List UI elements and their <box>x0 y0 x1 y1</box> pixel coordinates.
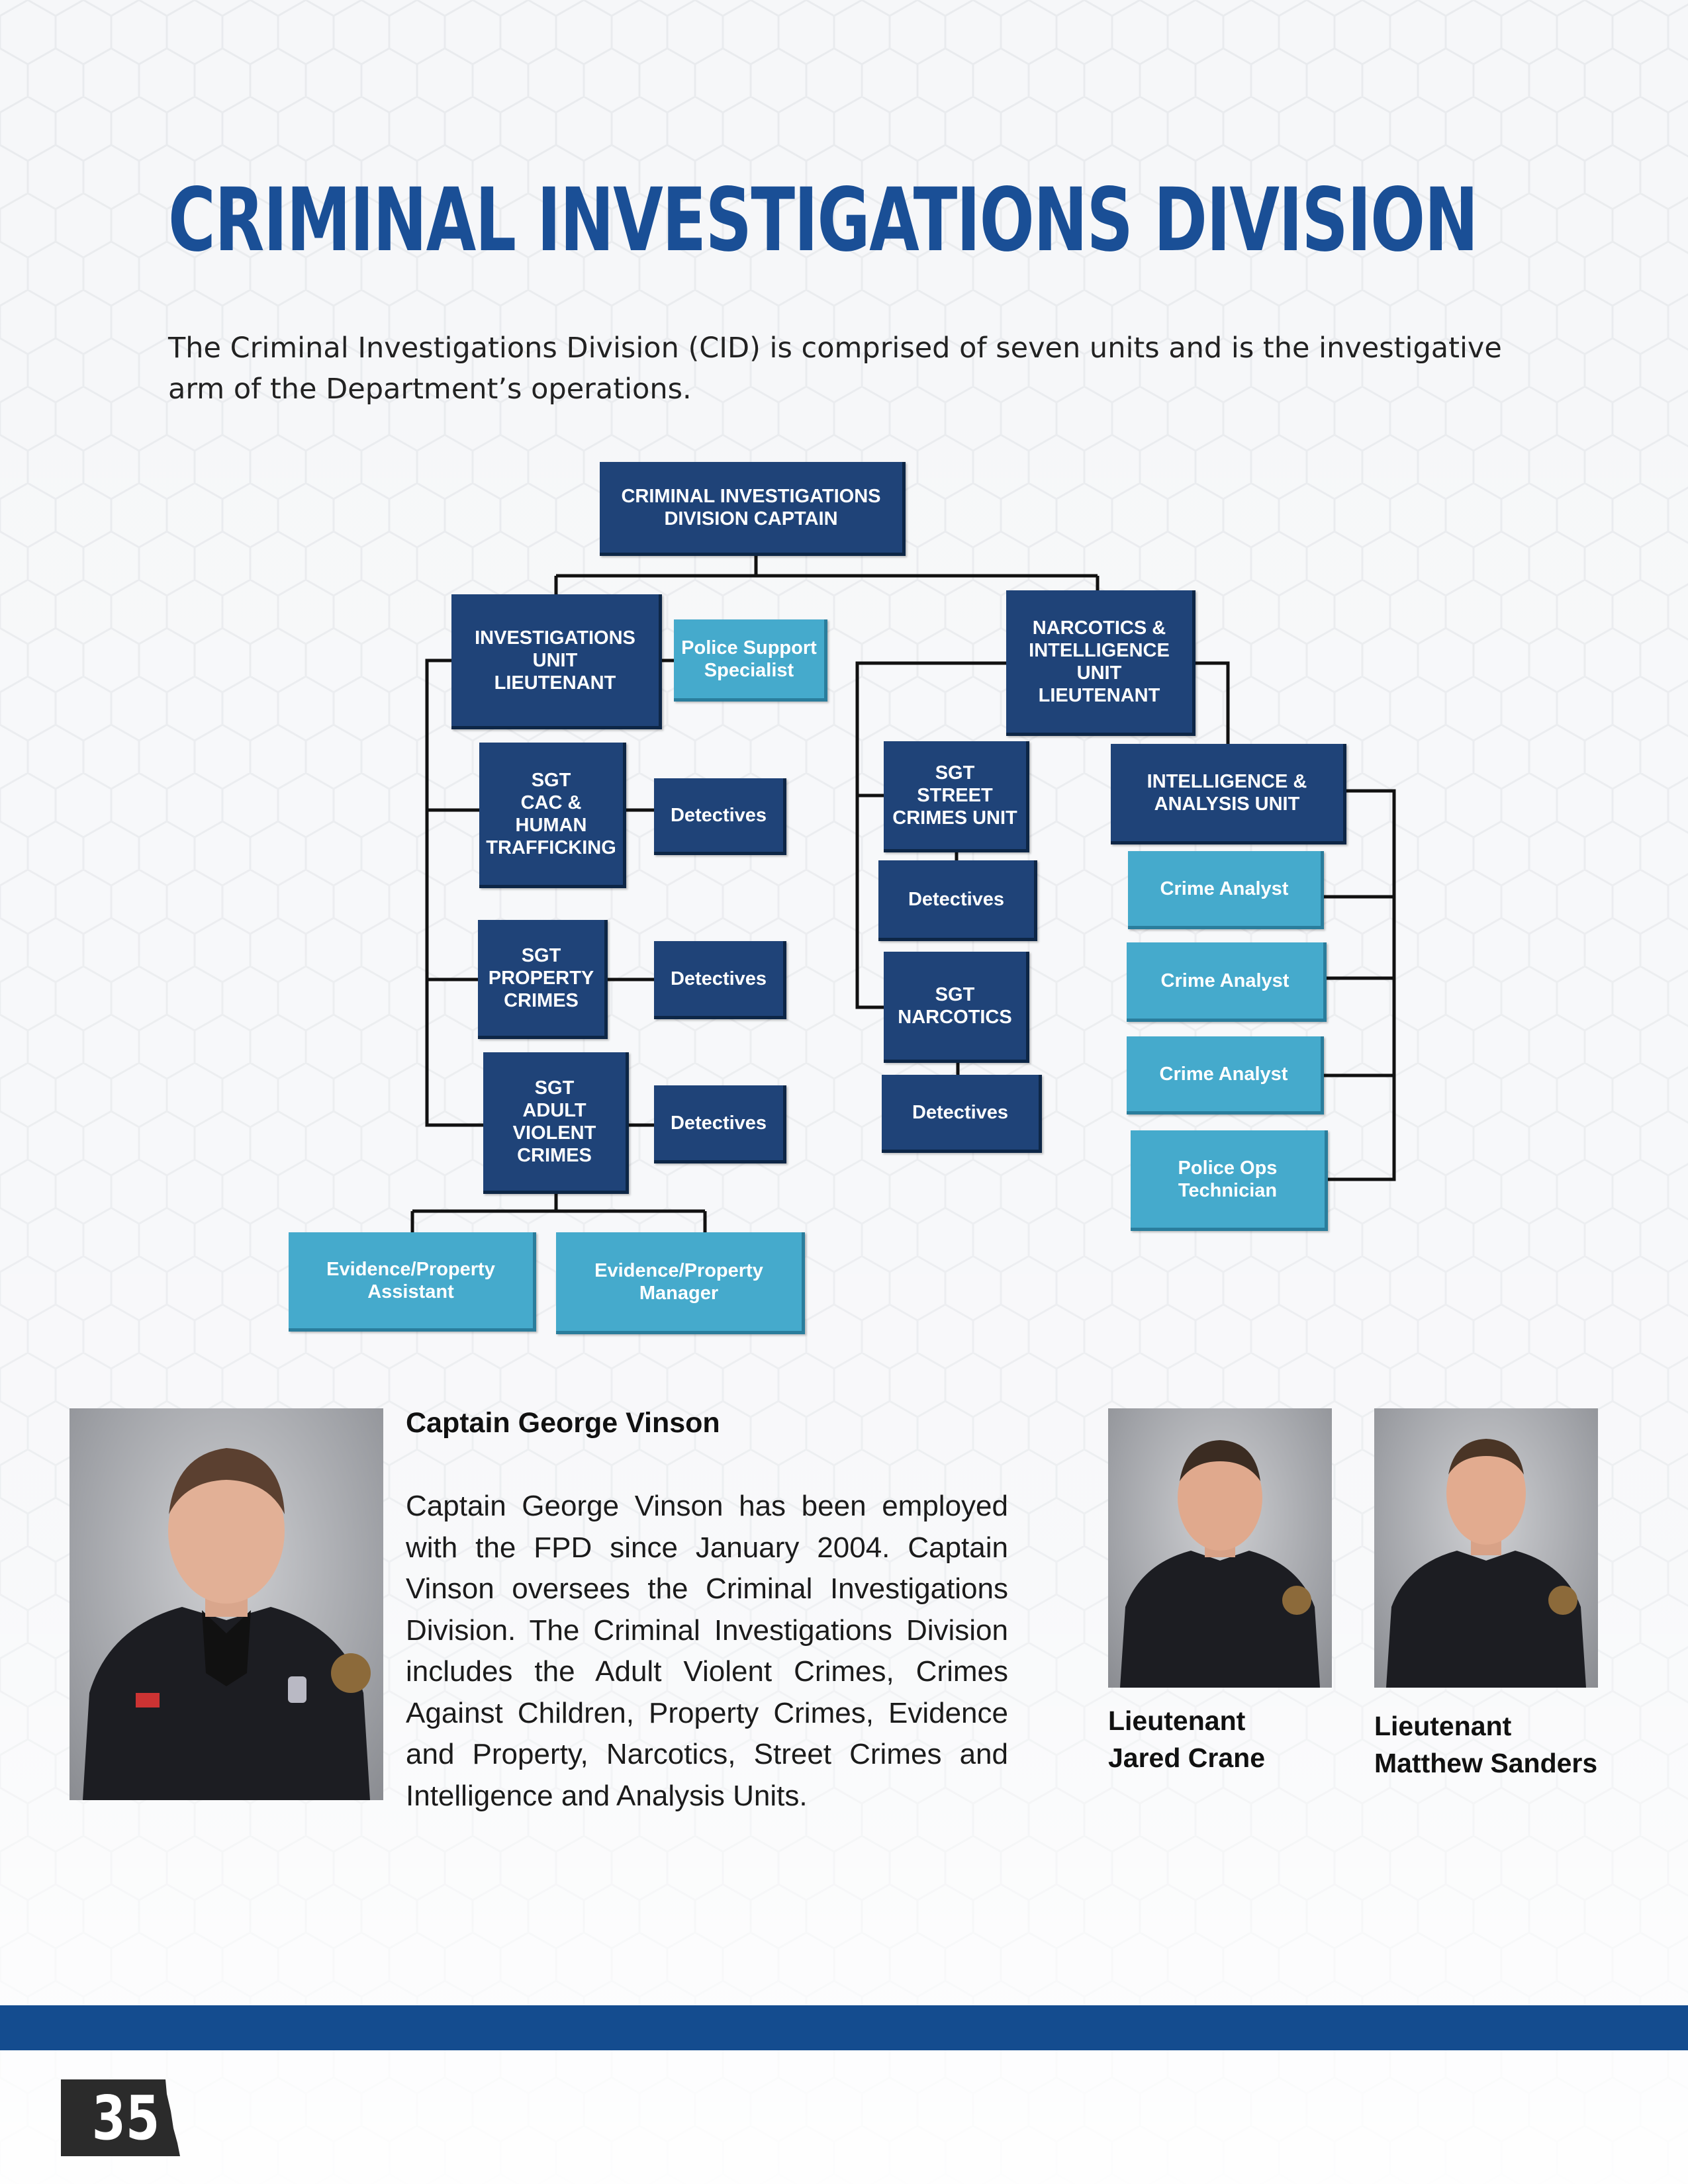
lieutenant-crane-name: Jared Crane <box>1108 1739 1346 1776</box>
org-box-sgt-adult-violent-crimes: SGT ADULT VIOLENT CRIMES <box>483 1052 629 1194</box>
org-box-crime-analyst-1: Crime Analyst <box>1128 851 1324 929</box>
org-box-sgt-narcotics: SGT NARCOTICS <box>884 952 1029 1063</box>
lieutenant-crane-rank: Lieutenant <box>1108 1702 1346 1739</box>
org-box-police-ops-technician: Police Ops Technician <box>1131 1130 1328 1231</box>
page-number-tab: 35 <box>61 2079 193 2156</box>
org-box-crime-analyst-3: Crime Analyst <box>1127 1036 1324 1115</box>
captain-bio-text: Captain George Vinson has been employed … <box>406 1486 1008 1817</box>
org-box-detectives-violent: Detectives <box>654 1085 786 1163</box>
lieutenant-crane-photo <box>1108 1408 1332 1688</box>
footer-bar <box>0 2005 1688 2050</box>
captain-photo <box>70 1408 383 1800</box>
org-box-sgt-cac-human-trafficking: SGT CAC & HUMAN TRAFFICKING <box>479 743 626 888</box>
org-box-intelligence-analysis-unit: INTELLIGENCE & ANALYSIS UNIT <box>1111 744 1346 844</box>
lieutenant-sanders-name: Matthew Sanders <box>1374 1745 1613 1782</box>
org-box-detectives-cac: Detectives <box>654 778 786 855</box>
org-box-detectives-narcotics: Detectives <box>882 1075 1042 1153</box>
org-box-sgt-property-crimes: SGT PROPERTY CRIMES <box>478 920 608 1039</box>
org-box-police-support-specialist: Police Support Specialist <box>674 619 827 702</box>
page-number: 35 <box>89 2079 163 2156</box>
org-box-sgt-street-crimes-unit: SGT STREET CRIMES UNIT <box>884 741 1029 852</box>
lieutenant-sanders-rank: Lieutenant <box>1374 1707 1613 1745</box>
org-box-detectives-street: Detectives <box>878 860 1037 941</box>
org-box-captain: CRIMINAL INVESTIGATIONS DIVISION CAPTAIN <box>600 462 906 556</box>
org-box-evidence-property-manager: Evidence/Property Manager <box>556 1232 805 1334</box>
org-box-narcotics-intelligence-lieutenant: NARCOTICS & INTELLIGENCE UNIT LIEUTENANT <box>1006 590 1196 736</box>
org-box-crime-analyst-2: Crime Analyst <box>1127 942 1327 1022</box>
lieutenant-sanders-photo <box>1374 1408 1598 1688</box>
captain-name: Captain George Vinson <box>406 1403 720 1443</box>
org-box-detectives-property: Detectives <box>654 941 786 1019</box>
org-box-evidence-property-assistant: Evidence/Property Assistant <box>289 1232 536 1332</box>
org-box-investigations-lieutenant: INVESTIGATIONS UNIT LIEUTENANT <box>451 594 662 729</box>
org-chart-connectors <box>0 0 1688 1357</box>
lieutenant-sanders-caption: Lieutenant Matthew Sanders <box>1374 1707 1613 1782</box>
lieutenant-crane-caption: Lieutenant Jared Crane <box>1108 1702 1346 1776</box>
